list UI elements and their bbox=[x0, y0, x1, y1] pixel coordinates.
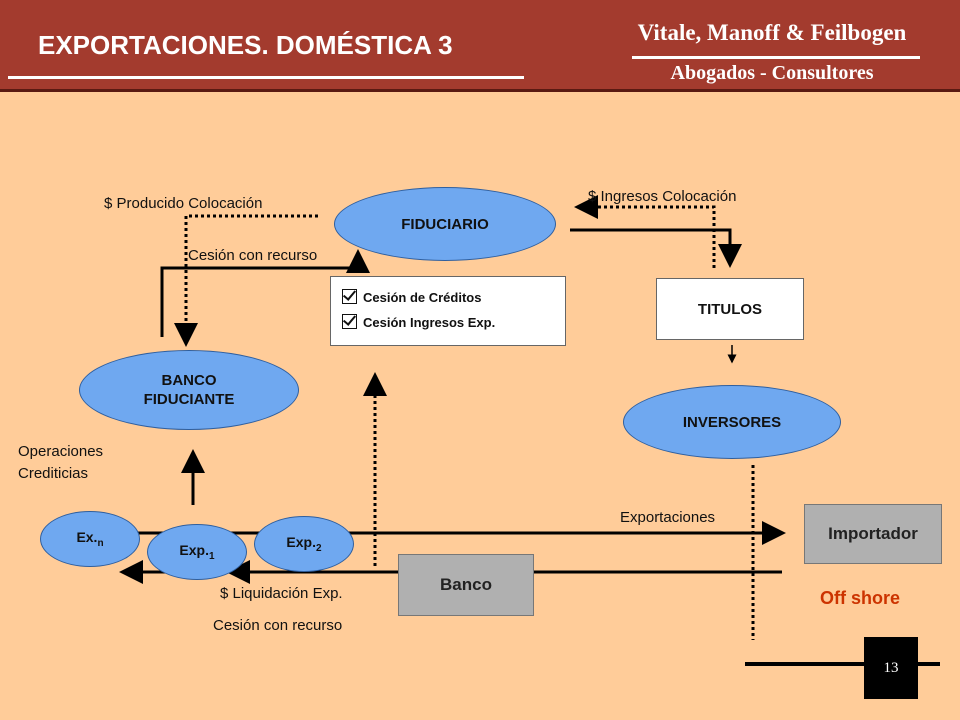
checklist-item: Cesión de Créditos bbox=[342, 289, 482, 306]
checklist-label: Cesión Ingresos Exp. bbox=[363, 315, 496, 330]
fiduciario-titulos-arrow bbox=[570, 228, 742, 268]
cesion-recurso-bottom-label: Cesión con recurso bbox=[213, 617, 343, 634]
checkbox-checked-icon bbox=[342, 289, 357, 305]
banco-box: Banco bbox=[398, 554, 534, 616]
ex-n-node: Ex.n bbox=[40, 511, 140, 567]
title-underline bbox=[8, 76, 524, 79]
banco-fiduciante-node: BANCO FIDUCIANTE bbox=[79, 350, 299, 430]
checkbox-checked-icon bbox=[342, 314, 357, 330]
importador-label: Importador bbox=[828, 524, 918, 543]
page-title: EXPORTACIONES. DOMÉSTICA 3 bbox=[38, 30, 453, 60]
exp-2-node: Exp.2 bbox=[254, 516, 354, 572]
header-bar: EXPORTACIONES. DOMÉSTICA 3 Vitale, Manof… bbox=[0, 0, 960, 92]
checklist-item: Cesión Ingresos Exp. bbox=[342, 314, 496, 331]
off-shore-label: Off shore bbox=[820, 588, 901, 608]
cesion-checklist-box bbox=[330, 276, 566, 346]
page-number: 13 bbox=[883, 659, 899, 676]
exp-2-label: Exp.2 bbox=[286, 534, 322, 554]
firm-name: Vitale, Manoff & Feilbogen bbox=[637, 20, 907, 45]
fiduciario-label: FIDUCIARIO bbox=[401, 215, 489, 233]
ingresos-colocacion-arrow bbox=[574, 195, 716, 268]
inversores-label: INVERSORES bbox=[682, 413, 782, 431]
exportaciones-label: Exportaciones bbox=[620, 509, 716, 526]
importador-box: Importador bbox=[804, 504, 942, 564]
banco-fiduciante-label-2: FIDUCIANTE bbox=[143, 391, 235, 408]
cesion-recurso-top-label: Cesión con recurso bbox=[188, 247, 318, 264]
fiduciario-node: FIDUCIARIO bbox=[334, 187, 556, 261]
ex-n-label: Ex.n bbox=[76, 529, 104, 549]
banco-fiduciante-label-1: BANCO bbox=[161, 372, 217, 389]
page-number-box: 13 bbox=[864, 637, 918, 699]
firm-divider bbox=[632, 56, 920, 59]
exp-1-node: Exp.1 bbox=[147, 524, 247, 580]
liquidacion-label: $ Liquidación Exp. bbox=[220, 585, 343, 602]
titulos-box: TITULOS bbox=[656, 278, 804, 340]
firm-subtitle: Abogados - Consultores bbox=[670, 62, 874, 84]
ingresos-colocacion-label: $ Ingresos Colocación bbox=[588, 188, 737, 205]
banco-label: Banco bbox=[440, 575, 492, 594]
cesion-recurso-arrow bbox=[160, 249, 370, 337]
exp-1-label: Exp.1 bbox=[179, 542, 215, 562]
producido-colocacion-arrow bbox=[174, 214, 318, 347]
producido-colocacion-label: $ Producido Colocación bbox=[104, 195, 263, 212]
inversores-node: INVERSORES bbox=[623, 385, 841, 459]
titulos-label: TITULOS bbox=[697, 300, 763, 318]
checklist-label: Cesión de Créditos bbox=[363, 290, 482, 305]
operaciones-label-2: Crediticias bbox=[18, 465, 89, 482]
operaciones-label-1: Operaciones bbox=[18, 443, 104, 460]
